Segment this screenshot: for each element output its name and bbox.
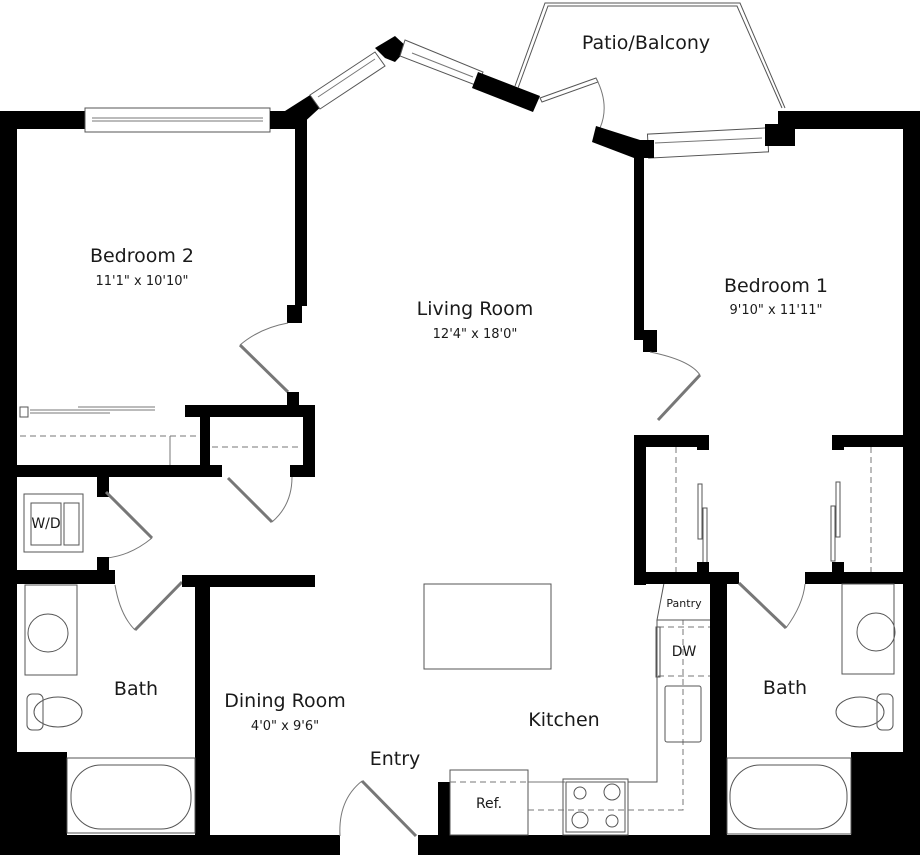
door-laundry bbox=[104, 490, 154, 540]
sink-right bbox=[856, 612, 896, 652]
patio-door bbox=[539, 77, 599, 103]
room-label-bath-left: Bath bbox=[113, 678, 159, 700]
window-bedroom2 bbox=[84, 107, 271, 133]
wall-bottom-left bbox=[0, 835, 340, 855]
room-dim-bedroom1: 9'10" x 11'11" bbox=[729, 303, 823, 318]
room-dim-living: 12'4" x 18'0" bbox=[432, 327, 518, 342]
sink-left bbox=[27, 613, 69, 653]
vanity-right bbox=[841, 583, 895, 675]
fixture-label-pantry: Pantry bbox=[666, 597, 702, 610]
toilet-right bbox=[835, 696, 885, 728]
fixture-label-ref: Ref. bbox=[475, 796, 503, 812]
room-label-patio: Patio/Balcony bbox=[581, 32, 711, 54]
washer-dryer bbox=[23, 493, 84, 553]
wall-bottom-right bbox=[418, 835, 920, 855]
door-entry bbox=[360, 779, 418, 838]
wall-bath-dining bbox=[195, 585, 210, 835]
fixture-label-wd: W/D bbox=[31, 516, 61, 532]
room-label-living: Living Room bbox=[416, 298, 534, 320]
fixture-label-dw: DW bbox=[671, 644, 697, 660]
room-label-bath-right: Bath bbox=[762, 677, 808, 699]
stove bbox=[562, 778, 629, 836]
vanity-left bbox=[24, 584, 78, 676]
room-label-dining: Dining Room bbox=[224, 690, 346, 712]
kitchen-island bbox=[423, 583, 552, 670]
room-label-kitchen: Kitchen bbox=[528, 709, 600, 731]
door-closet bbox=[226, 476, 274, 524]
door-bath-left bbox=[133, 580, 184, 632]
toilet-left bbox=[33, 696, 83, 728]
wall-left bbox=[0, 111, 17, 855]
room-label-entry: Entry bbox=[369, 748, 421, 770]
door-bedroom1 bbox=[656, 373, 702, 422]
door-bedroom2 bbox=[238, 343, 290, 394]
patio-outline bbox=[514, 2, 786, 109]
refrigerator bbox=[449, 769, 529, 836]
bathtub-right bbox=[729, 764, 848, 830]
room-dim-dining: 4'0" x 9'6" bbox=[250, 719, 320, 734]
wall-top-left bbox=[0, 111, 85, 129]
room-label-bedroom1: Bedroom 1 bbox=[723, 275, 829, 297]
wall-right bbox=[903, 111, 920, 855]
window-living-left bbox=[309, 51, 386, 110]
bathtub-left bbox=[70, 764, 192, 830]
room-label-bedroom2: Bedroom 2 bbox=[89, 245, 195, 267]
wall-kitchen-bath bbox=[710, 580, 727, 840]
wall-top-right bbox=[778, 111, 920, 129]
pantry bbox=[656, 582, 710, 621]
wall-bedroom2-right bbox=[295, 111, 307, 306]
kitchen-sink bbox=[664, 685, 702, 743]
window-living-right bbox=[399, 39, 484, 87]
room-dim-bedroom2: 11'1" x 10'10" bbox=[95, 274, 189, 289]
wall-bedroom1-left bbox=[634, 150, 644, 340]
door-bath-right bbox=[737, 581, 788, 630]
